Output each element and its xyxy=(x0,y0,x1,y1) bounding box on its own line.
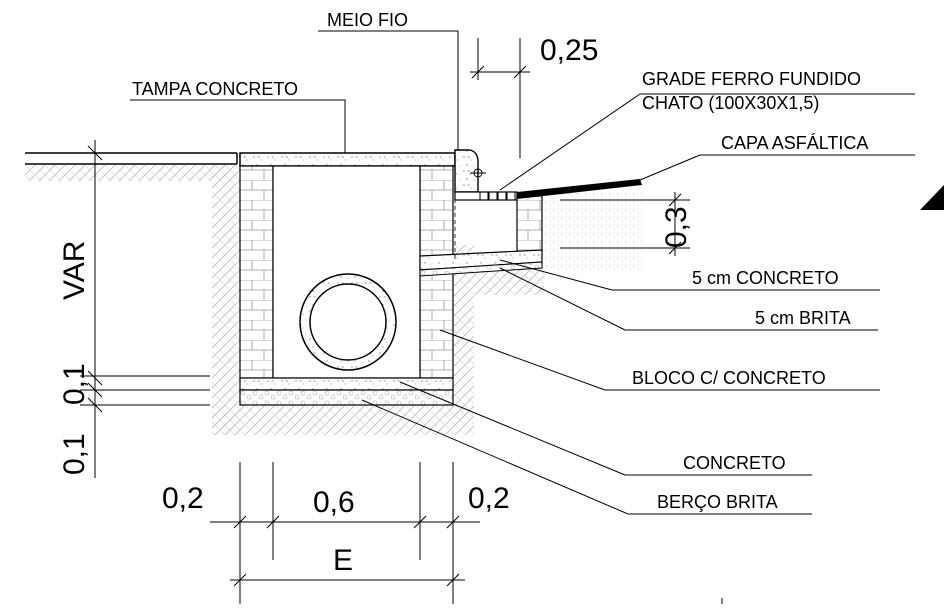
label-5cm-concreto: 5 cm CONCRETO xyxy=(692,268,839,288)
asphalt-layer xyxy=(517,179,642,199)
concrete-cover xyxy=(239,152,456,167)
dim-var: VAR xyxy=(58,241,91,300)
dimension-lines xyxy=(80,38,690,604)
soil-hatch xyxy=(25,165,642,435)
dim-depth-right: 0,3 xyxy=(660,206,693,248)
ground-line xyxy=(25,152,238,165)
label-berco-brita: BERÇO BRITA xyxy=(657,492,778,512)
base-brita xyxy=(239,389,454,406)
label-bloco: BLOCO C/ CONCRETO xyxy=(632,368,826,388)
label-grade-line2: CHATO (100X30X1,5) xyxy=(642,93,819,113)
label-grade-line1: GRADE FERRO FUNDIDO xyxy=(642,69,861,89)
label-5cm-brita: 5 cm BRITA xyxy=(755,308,851,328)
dim-layer-b: 0,1 xyxy=(58,433,91,475)
dim-wall-left: 0,2 xyxy=(162,482,204,515)
curb-target-mark xyxy=(470,165,486,181)
pipe xyxy=(299,273,397,371)
base-concrete xyxy=(239,377,454,391)
label-tampa-concreto: TAMPA CONCRETO xyxy=(132,79,298,99)
dim-total: E xyxy=(333,544,353,577)
leader-lines xyxy=(130,30,915,515)
iron-grate xyxy=(454,191,518,201)
left-brick-wall xyxy=(239,165,274,379)
label-capa-asfaltica: CAPA ASFÁLTICA xyxy=(721,133,868,153)
section-marker xyxy=(721,185,944,604)
curb xyxy=(454,149,479,193)
dim-inner: 0,6 xyxy=(313,486,355,519)
dim-wall-right: 0,2 xyxy=(468,482,510,515)
dim-layer-a: 0,1 xyxy=(58,363,91,405)
label-concreto: CONCRETO xyxy=(683,453,786,473)
gutter-channel xyxy=(419,195,543,277)
dim-top-width: 0,25 xyxy=(540,34,598,67)
label-meio-fio: MEIO FIO xyxy=(327,10,408,30)
